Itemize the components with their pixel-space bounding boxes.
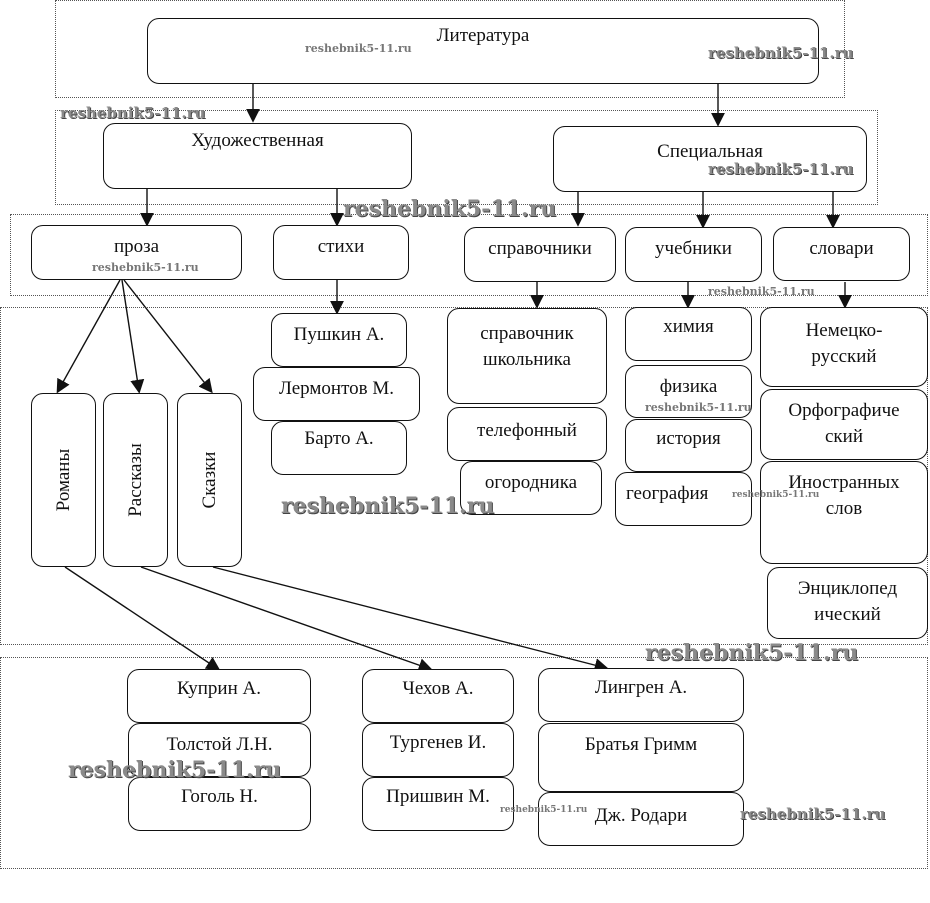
node-prose: проза bbox=[31, 225, 242, 280]
node-label: Романы bbox=[52, 448, 74, 512]
node-label: стихи bbox=[317, 236, 365, 257]
watermark: reshebnik5-11.ru bbox=[500, 805, 588, 815]
node-label: Немецко- русский bbox=[805, 320, 883, 367]
node-label: химия bbox=[663, 316, 714, 337]
node-novels: Романы bbox=[31, 393, 96, 567]
node-label: проза bbox=[113, 236, 160, 257]
node-label: Тургенев И. bbox=[389, 732, 487, 753]
node-label: Чехов А. bbox=[402, 678, 474, 699]
node-label: география bbox=[626, 483, 709, 504]
node-foreign-words: Иностранных слов bbox=[760, 461, 928, 564]
watermark: reshebnik5-11.ru bbox=[68, 757, 282, 783]
group-level2 bbox=[10, 214, 928, 296]
node-label: Иностранных слов bbox=[788, 472, 900, 519]
node-label: Энциклопед ический bbox=[797, 578, 898, 625]
node-label: Художественная bbox=[191, 130, 324, 151]
watermark: reshebnik5-11.ru bbox=[645, 401, 752, 414]
arrow-prose-to-novels bbox=[56, 279, 121, 394]
node-label: телефонный bbox=[477, 420, 577, 441]
watermark: reshebnik5-11.ru bbox=[305, 42, 412, 55]
watermark: reshebnik5-11.ru bbox=[60, 104, 206, 122]
node-label: физика bbox=[659, 376, 718, 397]
node-label: справочник школьника bbox=[480, 323, 574, 370]
node-gardener: огородника bbox=[460, 461, 602, 515]
node-label: Лермонтов М. bbox=[278, 378, 394, 399]
watermark: reshebnik5-11.ru bbox=[708, 44, 854, 62]
watermark: reshebnik5-11.ru bbox=[281, 493, 495, 519]
node-gogol: Гоголь Н. bbox=[128, 777, 311, 831]
arrow-stories-to-chekhov bbox=[140, 566, 433, 672]
node-german-russian: Немецко- русский bbox=[760, 307, 928, 387]
node-chemistry: химия bbox=[625, 307, 752, 361]
watermark: reshebnik5-11.ru bbox=[740, 805, 886, 823]
node-lermontov: Лермонтов М. bbox=[253, 367, 420, 421]
node-label: Литература bbox=[436, 25, 530, 46]
node-orthographic: Орфографиче ский bbox=[760, 389, 928, 460]
node-label: Гоголь Н. bbox=[181, 786, 258, 807]
node-label: Пушкин А. bbox=[293, 324, 385, 345]
node-history: история bbox=[625, 419, 752, 472]
node-phone-directory: телефонный bbox=[447, 407, 607, 461]
node-fiction: Художественная bbox=[103, 123, 412, 189]
node-label: словари bbox=[809, 238, 874, 259]
node-label: Толстой Л.Н. bbox=[166, 734, 273, 755]
node-reference: справочники bbox=[464, 227, 616, 282]
group-root bbox=[55, 0, 845, 98]
node-label: Орфографиче ский bbox=[788, 400, 900, 447]
arrow-novels-to-kuprin bbox=[64, 566, 221, 671]
node-label: Рассказы bbox=[124, 443, 146, 517]
watermark: reshebnik5-11.ru bbox=[92, 261, 199, 274]
node-kuprin: Куприн А. bbox=[127, 669, 311, 723]
node-label: история bbox=[656, 428, 721, 449]
node-turgenev: Тургенев И. bbox=[362, 723, 514, 777]
node-stories: Рассказы bbox=[103, 393, 168, 567]
node-label: Братья Гримм bbox=[584, 734, 698, 755]
watermark: reshebnik5-11.ru bbox=[645, 640, 859, 666]
node-pushkin: Пушкин А. bbox=[271, 313, 407, 367]
node-label: огородника bbox=[484, 472, 578, 493]
node-tolstoy: Толстой Л.Н. bbox=[128, 723, 311, 777]
node-label: учебники bbox=[655, 238, 732, 259]
node-geography: география bbox=[615, 472, 752, 526]
node-rodari: Дж. Родари bbox=[538, 792, 744, 846]
node-dictionaries: словари bbox=[773, 227, 910, 281]
arrow-prose-to-stories bbox=[121, 279, 145, 394]
group-level1 bbox=[55, 110, 878, 205]
node-chekhov: Чехов А. bbox=[362, 669, 514, 723]
watermark: reshebnik5-11.ru bbox=[343, 196, 557, 222]
node-grimm: Братья Гримм bbox=[538, 723, 744, 792]
node-label: Барто А. bbox=[304, 428, 374, 449]
node-textbooks: учебники bbox=[625, 227, 762, 282]
watermark: reshebnik5-11.ru bbox=[708, 160, 854, 178]
node-label: Специальная bbox=[657, 141, 763, 162]
node-tales: Сказки bbox=[177, 393, 242, 567]
node-label: Куприн А. bbox=[177, 678, 261, 699]
node-literature: Литература bbox=[147, 18, 819, 84]
node-label: Дж. Родари bbox=[594, 805, 688, 826]
node-poems: стихи bbox=[273, 225, 409, 280]
node-lingren: Лингрен А. bbox=[538, 668, 744, 722]
watermark: reshebnik5-11.ru bbox=[708, 285, 815, 298]
arrow-prose-to-tales bbox=[123, 279, 213, 394]
node-prishvin: Пришвин М. bbox=[362, 777, 514, 831]
node-label: Пришвин М. bbox=[386, 786, 490, 807]
node-encyclopedic: Энциклопед ический bbox=[767, 567, 928, 639]
node-barto: Барто А. bbox=[271, 421, 407, 475]
watermark: reshebnik5-11.ru bbox=[732, 490, 820, 500]
node-special: Специальная bbox=[553, 126, 867, 192]
node-label: Лингрен А. bbox=[594, 677, 688, 698]
node-label: справочники bbox=[488, 238, 592, 259]
group-authors bbox=[0, 657, 928, 869]
node-label: Сказки bbox=[198, 451, 220, 509]
node-school-reference: справочник школьника bbox=[447, 308, 607, 404]
arrow-tales-to-lingren bbox=[212, 566, 609, 672]
node-physics: физика bbox=[625, 365, 752, 418]
